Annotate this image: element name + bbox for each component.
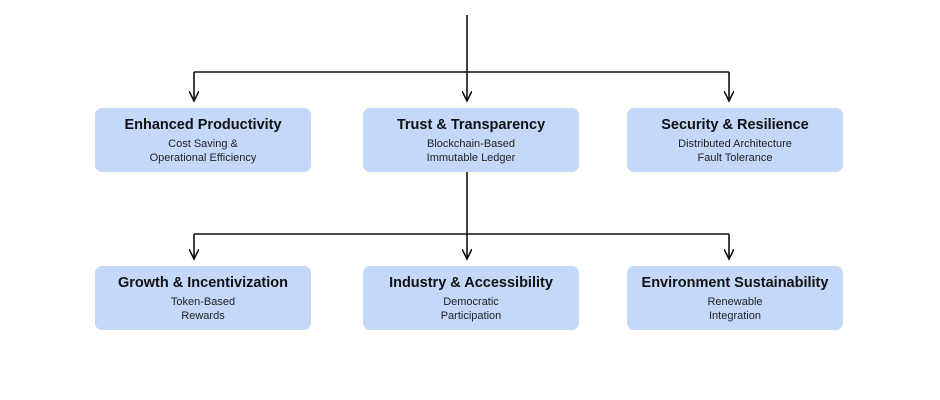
environment-sustainability-box: Environment Sustainability Renewable Int… <box>627 266 843 330</box>
box-title: Environment Sustainability <box>641 274 829 291</box>
box-subtitle-line-2: Participation <box>440 309 502 322</box>
box-subtitle-line-1: Democratic <box>443 295 499 308</box>
industry-accessibility-box: Industry & Accessibility Democratic Part… <box>363 266 579 330</box>
box-title: Growth & Incentivization <box>118 274 288 291</box>
box-title: Industry & Accessibility <box>389 274 553 291</box>
box-subtitle-line-1: Renewable <box>707 295 763 308</box>
enhanced-productivity-box: Enhanced Productivity Cost Saving & Oper… <box>95 108 311 172</box>
box-title: Trust & Transparency <box>396 116 546 133</box>
trust-transparency-box: Trust & Transparency Blockchain-Based Im… <box>363 108 579 172</box>
box-subtitle-line-2: Rewards <box>181 309 225 322</box>
box-title: Security & Resilience <box>661 116 809 133</box>
box-subtitle-line-1: Token-Based <box>170 295 236 308</box>
box-subtitle-line-1: Distributed Architecture <box>678 137 792 150</box>
box-subtitle-line-1: Cost Saving & <box>168 137 238 150</box>
box-subtitle-line-2: Fault Tolerance <box>697 151 773 164</box>
growth-incentivization-box: Growth & Incentivization Token-Based Rew… <box>95 266 311 330</box>
box-title: Enhanced Productivity <box>124 116 282 133</box>
box-subtitle-line-2: Immutable Ledger <box>426 151 516 164</box>
box-subtitle-line-2: Integration <box>709 309 761 322</box>
box-subtitle-line-1: Blockchain-Based <box>426 137 516 150</box>
box-subtitle-line-2: Operational Efficiency <box>149 151 257 164</box>
security-resilience-box: Security & Resilience Distributed Archit… <box>627 108 843 172</box>
